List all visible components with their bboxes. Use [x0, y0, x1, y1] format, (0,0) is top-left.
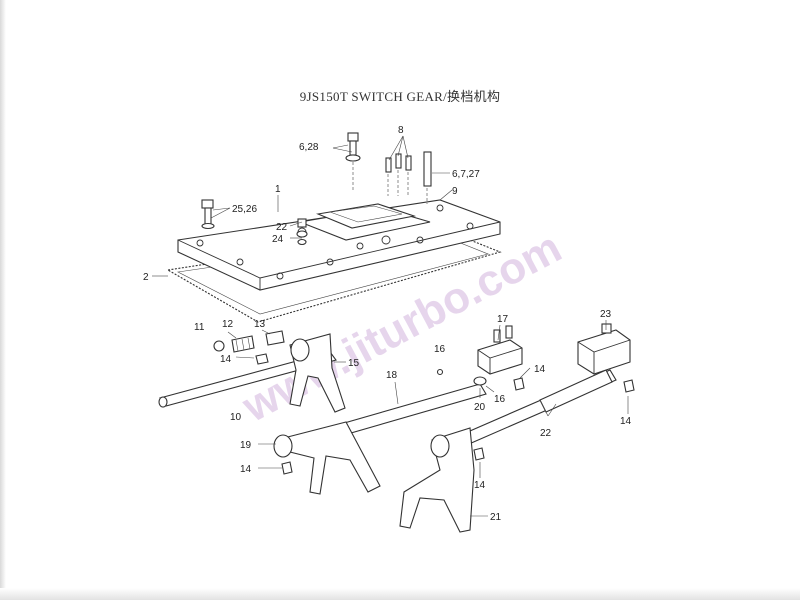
callout-6-28: 6,28: [299, 142, 319, 153]
callout-1: 1: [275, 184, 281, 195]
callout-6-7-27: 6,7,27: [452, 169, 480, 180]
shift-block-23: [577, 323, 631, 375]
bolt-6-28: [345, 132, 361, 190]
screws-14: [255, 353, 635, 475]
shift-fork-15: [289, 333, 346, 413]
callout-16-lower: 16: [494, 394, 506, 405]
callout-22-upper: 22: [276, 222, 288, 233]
bolt-25-26: [201, 199, 215, 230]
callout-2: 2: [143, 272, 149, 283]
callout-labels: 6,28 8 6,7,27 9 1 25,26 22 24 2 11 12 13…: [143, 125, 632, 523]
callout-14-mid: 14: [534, 364, 546, 375]
leader-lines: [152, 135, 629, 517]
shift-fork-19: [273, 421, 381, 495]
callout-14-left: 14: [220, 354, 232, 365]
callout-17: 17: [497, 314, 509, 325]
shift-block-17: [477, 325, 523, 375]
detent-parts-11-12-13: [213, 330, 285, 353]
shift-rail-10: [158, 351, 337, 408]
callout-24: 24: [272, 234, 284, 245]
callout-21: 21: [490, 512, 502, 523]
scan-edge-left: [0, 0, 6, 600]
bolts-8: [385, 153, 412, 196]
callout-10: 10: [230, 412, 242, 423]
small-parts-3-4-24: [296, 218, 308, 246]
callout-9: 9: [452, 186, 458, 197]
callout-12: 12: [222, 319, 234, 330]
callout-14-lower-mid: 14: [474, 480, 486, 491]
pin-16-and-clip-20: [436, 368, 487, 386]
callout-20: 20: [474, 402, 486, 413]
callout-25-26: 25,26: [232, 204, 257, 215]
cover-plate-part: [177, 199, 501, 291]
callout-14-right: 14: [620, 416, 632, 427]
callout-16-upper: 16: [434, 344, 446, 355]
callout-15: 15: [348, 358, 360, 369]
callout-18: 18: [386, 370, 398, 381]
callout-13: 13: [254, 319, 266, 330]
callout-23: 23: [600, 309, 612, 320]
scan-edge-bottom: [0, 588, 800, 600]
callout-8: 8: [398, 125, 404, 136]
callout-14-lower-left: 14: [240, 464, 252, 475]
callout-22-lower: 22: [540, 428, 552, 439]
diagram-title: 9JS150T SWITCH GEAR/换档机构: [299, 89, 501, 104]
shift-fork-21: [399, 427, 475, 533]
callout-19: 19: [240, 440, 252, 451]
callout-11: 11: [194, 322, 205, 333]
stud-6-7-27: [423, 151, 432, 204]
